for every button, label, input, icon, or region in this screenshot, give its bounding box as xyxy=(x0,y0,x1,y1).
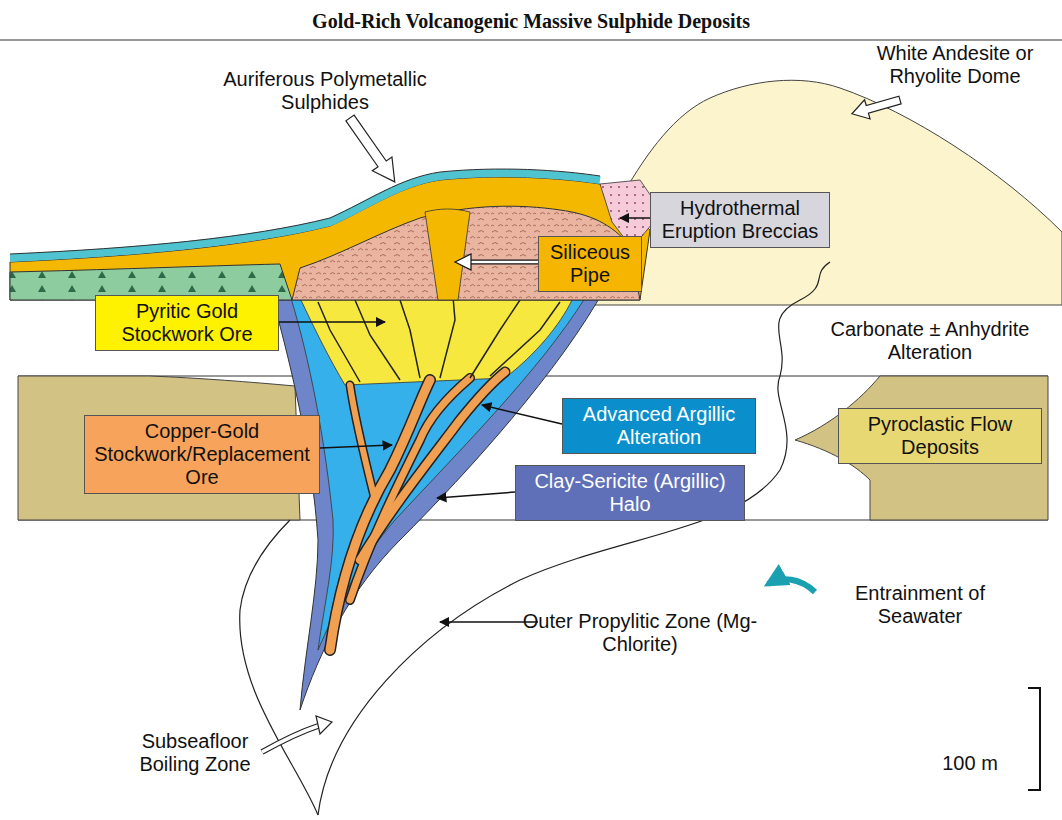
siliceous-pipe xyxy=(425,209,470,300)
box-text: Clay-Sericite (Argillic) Halo xyxy=(521,470,739,516)
hollow-arrow xyxy=(340,111,404,189)
box-text: Pyritic Gold Stockwork Ore xyxy=(101,300,273,346)
veinlet xyxy=(400,300,420,378)
box-text: Hydrothermal Eruption Breccias xyxy=(656,197,824,243)
vein xyxy=(350,385,375,500)
title-rule xyxy=(0,39,1062,40)
box-text: Copper-Gold Stockwork/Replacement Ore xyxy=(90,420,314,489)
box-text: Siliceous Pipe xyxy=(544,241,636,287)
arrow-head xyxy=(316,716,332,734)
label-box: Pyritic Gold Stockwork Ore xyxy=(95,295,279,351)
box-text: Pyroclastic Flow Deposits xyxy=(844,413,1036,459)
region-label: Auriferous Polymetallic Sulphides xyxy=(210,68,440,114)
pyritic-stockwork-zone xyxy=(300,298,572,385)
vein xyxy=(360,372,505,560)
region-label: Entrainment of Seawater xyxy=(825,582,1015,628)
region-label: 100 m xyxy=(925,752,1015,775)
region-label: Subseafloor Boiling Zone xyxy=(120,730,270,776)
label-box: Copper-Gold Stockwork/Replacement Ore xyxy=(84,415,320,494)
scale-bracket xyxy=(1028,688,1040,790)
label-box: Pyroclastic Flow Deposits xyxy=(838,408,1042,464)
arrow-head xyxy=(455,254,471,270)
region-label: Outer Propylitic Zone (Mg-Chlorite) xyxy=(510,610,770,656)
diagram-title: Gold-Rich Volcanogenic Massive Sulphide … xyxy=(0,10,1062,33)
pyroclastic-band xyxy=(795,376,1048,520)
leader-line xyxy=(620,217,650,219)
hollow-curved-arrow xyxy=(262,726,318,752)
breccia-zone xyxy=(292,206,640,300)
leader-line xyxy=(482,405,562,424)
region-label: Carbonate ± Anhydrite Alteration xyxy=(805,318,1055,364)
copper-gold-veins xyxy=(330,372,505,650)
vein-outline xyxy=(350,385,375,500)
label-box: Clay-Sericite (Argillic) Halo xyxy=(515,465,745,521)
seawater-arrow xyxy=(768,579,815,592)
veinlet xyxy=(318,302,360,382)
leader-line xyxy=(437,492,515,498)
veinlet xyxy=(355,300,400,380)
auriferous-sulphide-layer xyxy=(10,177,650,300)
vein-outline xyxy=(360,372,505,560)
hollow-arrow xyxy=(849,90,903,123)
veinlet xyxy=(470,300,520,378)
box-text: Advanced Argillic Alteration xyxy=(568,403,750,449)
label-box: Hydrothermal Eruption Breccias xyxy=(650,192,830,248)
label-box: Advanced Argillic Alteration xyxy=(562,398,756,454)
hollow-curved-arrow xyxy=(262,726,318,752)
leader-line xyxy=(320,445,392,448)
region-label: White Andesite or Rhyolite Dome xyxy=(855,42,1055,88)
vein xyxy=(330,380,430,650)
leader-line xyxy=(470,261,538,264)
leader-line xyxy=(279,321,385,323)
label-box: Siliceous Pipe xyxy=(538,236,642,292)
leader-line xyxy=(470,260,538,265)
veinlet xyxy=(490,302,560,376)
vein xyxy=(350,378,470,600)
